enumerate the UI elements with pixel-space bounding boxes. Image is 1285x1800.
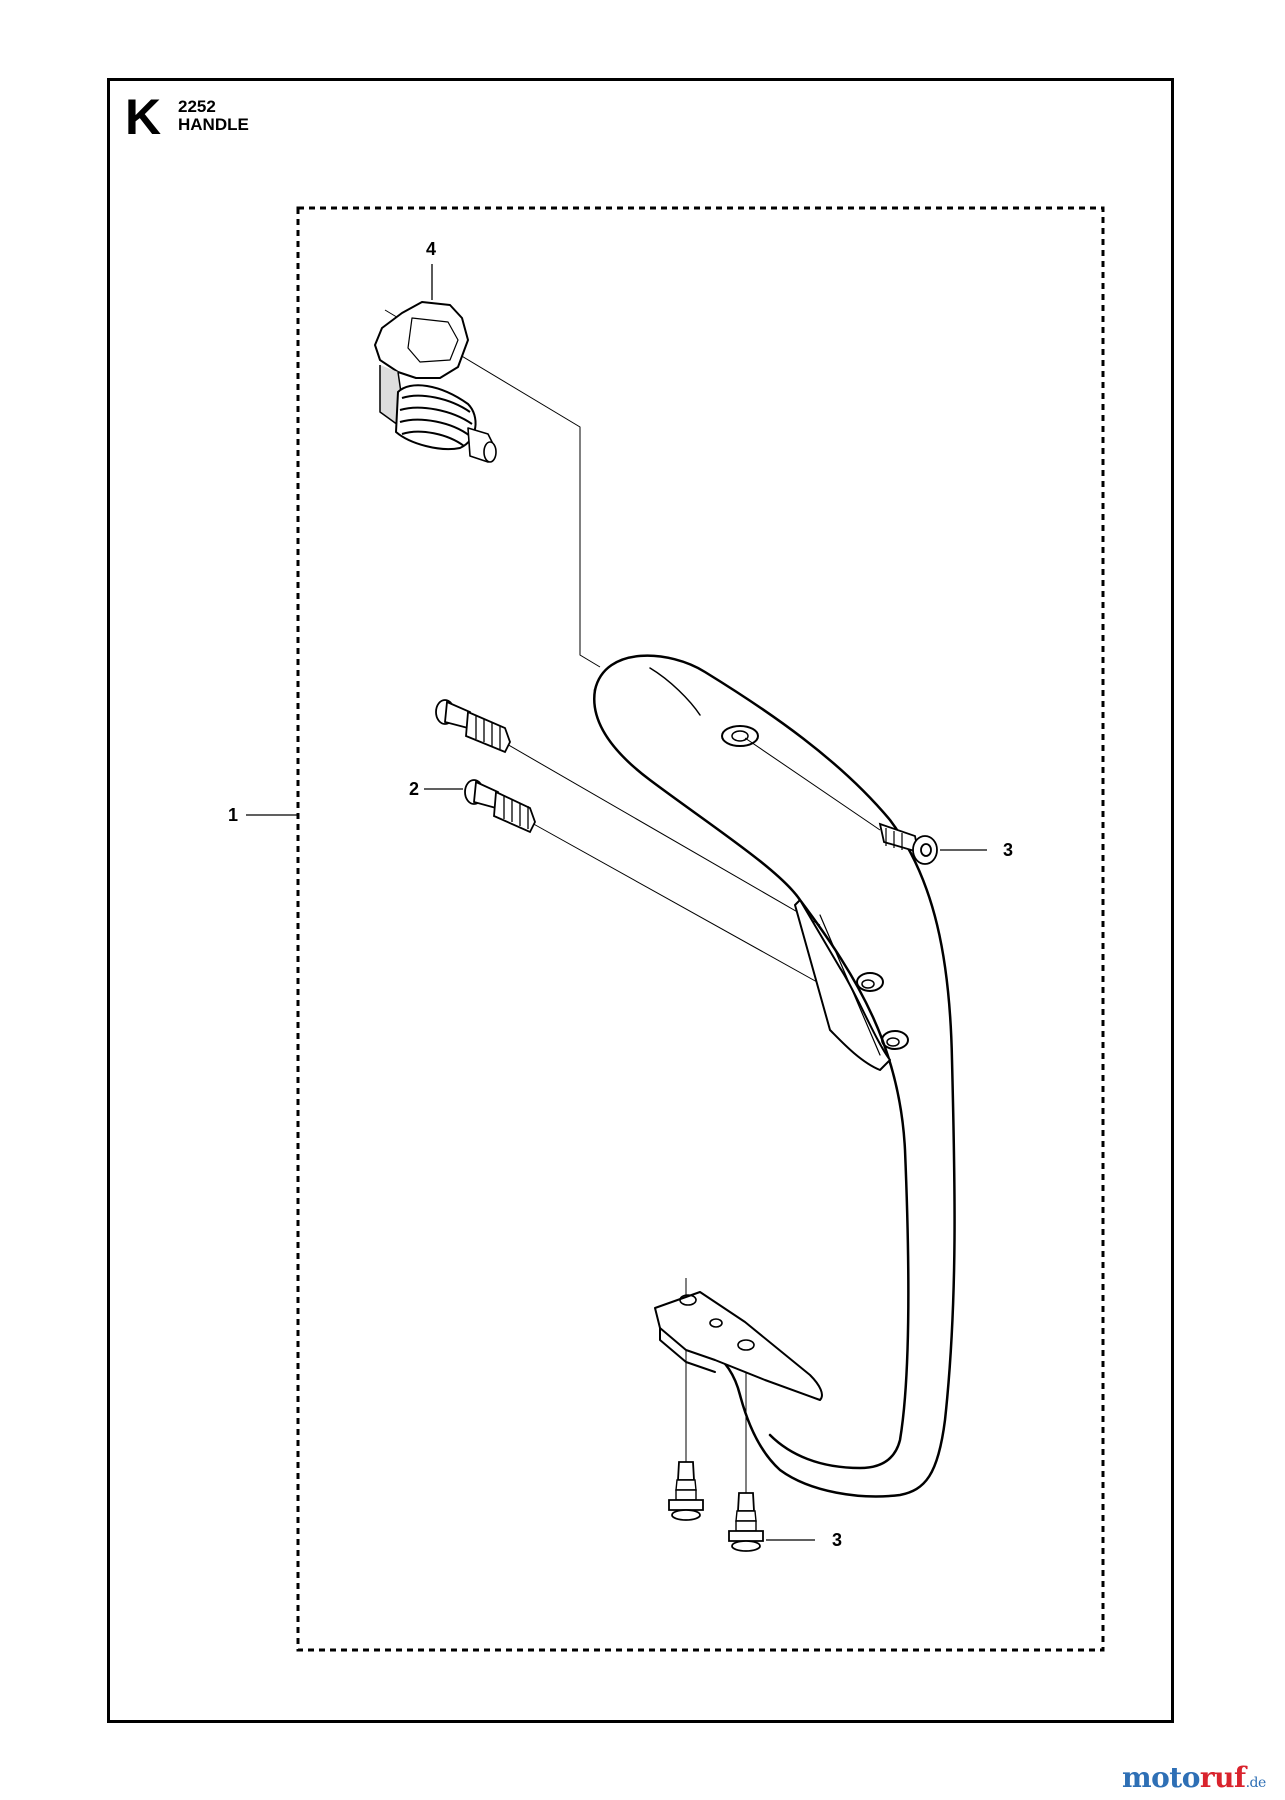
callout-3-upper: 3 xyxy=(1003,840,1014,860)
watermark-part-a: moto xyxy=(1122,1761,1200,1794)
assembly-line-screw-top xyxy=(744,737,881,831)
callout-1: 1 xyxy=(228,805,239,825)
callout-2: 2 xyxy=(409,779,420,799)
assembly-boundary xyxy=(296,206,1105,1652)
screw-bottom-2 xyxy=(728,1492,764,1552)
assembly-line-damper xyxy=(384,309,601,668)
bolt-lower xyxy=(464,779,536,834)
assembly-line-bolt-lower xyxy=(529,821,836,993)
bolt-upper xyxy=(435,699,511,754)
screw-top xyxy=(878,822,938,865)
watermark-part-c: .de xyxy=(1245,1775,1267,1791)
section-letter: K xyxy=(125,89,162,145)
front-handle xyxy=(593,654,956,1498)
section-code: 2252 xyxy=(178,97,216,116)
section-title: HANDLE xyxy=(178,115,249,134)
callout-4: 4 xyxy=(426,239,437,259)
page-frame xyxy=(107,78,1174,1723)
vibration-damper xyxy=(374,301,497,463)
callout-3-lower: 3 xyxy=(832,1530,843,1550)
watermark-logo: motoruf.de xyxy=(1122,1764,1266,1792)
watermark-part-b: ruf xyxy=(1199,1761,1246,1794)
screw-bottom-1 xyxy=(668,1461,704,1521)
assembly-line-bolt-upper xyxy=(504,742,821,926)
